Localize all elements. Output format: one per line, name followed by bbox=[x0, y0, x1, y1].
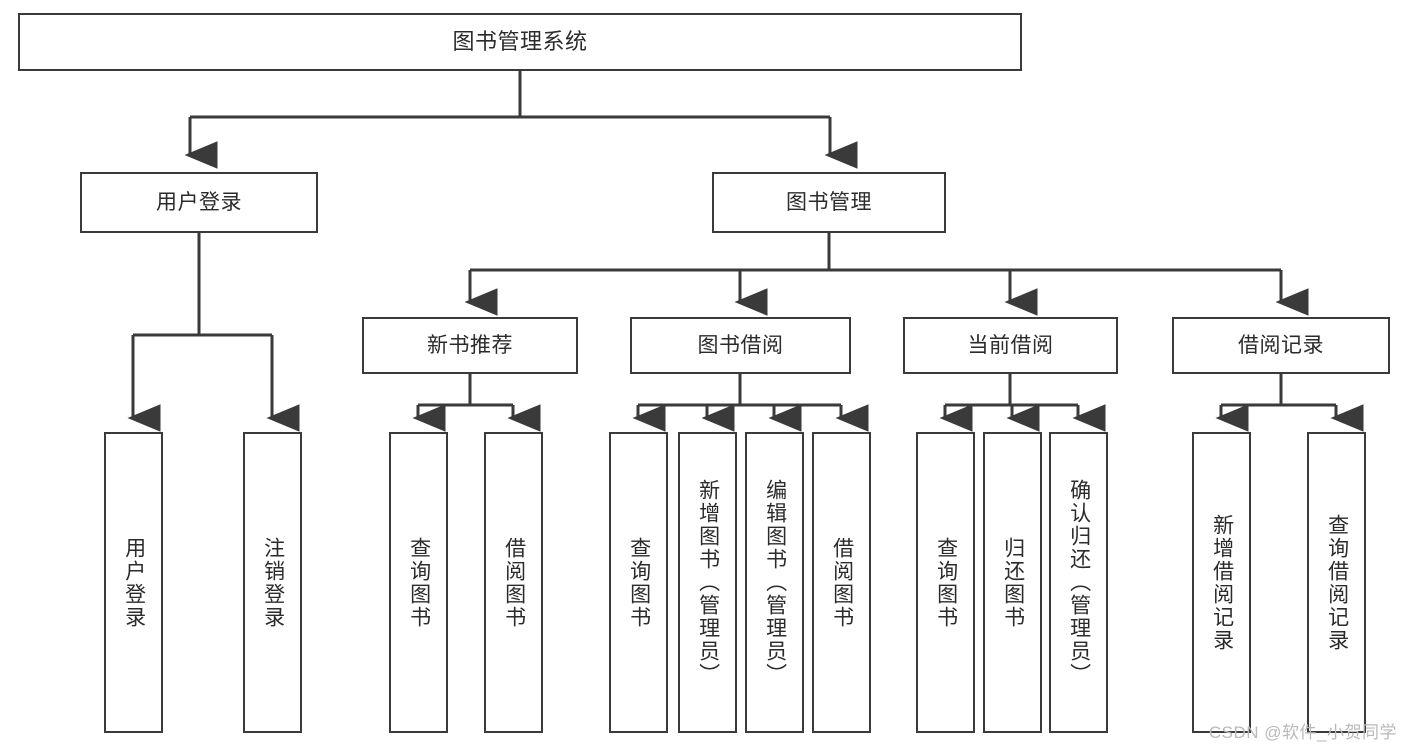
node-leaf-confirm-return[interactable]: 确认归还（管理员） bbox=[1049, 432, 1108, 733]
node-leaf-query-record[interactable]: 查询借阅记录 bbox=[1307, 432, 1366, 733]
node-current-borrow[interactable]: 当前借阅 bbox=[903, 317, 1118, 374]
node-leaf-query-book-1[interactable]: 查询图书 bbox=[389, 432, 448, 733]
node-root-system[interactable]: 图书管理系统 bbox=[18, 13, 1022, 71]
node-leaf-return-book[interactable]: 归还图书 bbox=[983, 432, 1042, 733]
node-book-borrow-label: 图书借阅 bbox=[697, 333, 784, 357]
node-leaf-query-book-2-label: 查询图书 bbox=[627, 536, 651, 629]
node-book-borrow[interactable]: 图书借阅 bbox=[630, 317, 851, 374]
node-leaf-logout-label: 注销登录 bbox=[261, 536, 285, 629]
csdn-watermark: CSDN @软件_小贺同学 bbox=[1208, 723, 1397, 742]
node-leaf-add-record-label: 新增借阅记录 bbox=[1210, 513, 1234, 652]
node-current-borrow-label: 当前借阅 bbox=[967, 333, 1054, 357]
node-leaf-query-book-3[interactable]: 查询图书 bbox=[916, 432, 975, 733]
node-leaf-borrow-book-2[interactable]: 借阅图书 bbox=[812, 432, 871, 733]
node-leaf-user-login[interactable]: 用户登录 bbox=[104, 432, 163, 733]
node-leaf-query-book-2[interactable]: 查询图书 bbox=[609, 432, 668, 733]
node-leaf-borrow-book-1[interactable]: 借阅图书 bbox=[484, 432, 543, 733]
node-leaf-user-login-label: 用户登录 bbox=[122, 536, 146, 629]
node-leaf-confirm-return-label: 确认归还（管理员） bbox=[1067, 479, 1091, 686]
node-user-login-label: 用户登录 bbox=[156, 190, 242, 214]
node-leaf-logout[interactable]: 注销登录 bbox=[243, 432, 302, 733]
node-book-management[interactable]: 图书管理 bbox=[712, 172, 946, 233]
node-borrow-record[interactable]: 借阅记录 bbox=[1172, 317, 1390, 374]
node-leaf-edit-book[interactable]: 编辑图书（管理员） bbox=[745, 432, 804, 733]
node-leaf-return-book-label: 归还图书 bbox=[1001, 536, 1025, 629]
node-leaf-borrow-book-2-label: 借阅图书 bbox=[830, 536, 854, 629]
node-user-login[interactable]: 用户登录 bbox=[80, 172, 318, 233]
node-leaf-query-book-1-label: 查询图书 bbox=[407, 536, 431, 629]
node-leaf-add-book[interactable]: 新增图书（管理员） bbox=[678, 432, 737, 733]
node-leaf-add-book-label: 新增图书（管理员） bbox=[696, 479, 720, 686]
node-leaf-query-record-label: 查询借阅记录 bbox=[1325, 513, 1349, 652]
node-root-label: 图书管理系统 bbox=[452, 28, 588, 54]
node-leaf-edit-book-label: 编辑图书（管理员） bbox=[763, 479, 787, 686]
node-borrow-record-label: 借阅记录 bbox=[1238, 333, 1324, 357]
node-leaf-borrow-book-1-label: 借阅图书 bbox=[502, 536, 526, 629]
node-book-management-label: 图书管理 bbox=[786, 190, 872, 214]
node-leaf-query-book-3-label: 查询图书 bbox=[934, 536, 958, 629]
node-leaf-add-record[interactable]: 新增借阅记录 bbox=[1192, 432, 1251, 733]
node-new-book-recommend-label: 新书推荐 bbox=[427, 333, 513, 357]
node-new-book-recommend[interactable]: 新书推荐 bbox=[362, 317, 578, 374]
